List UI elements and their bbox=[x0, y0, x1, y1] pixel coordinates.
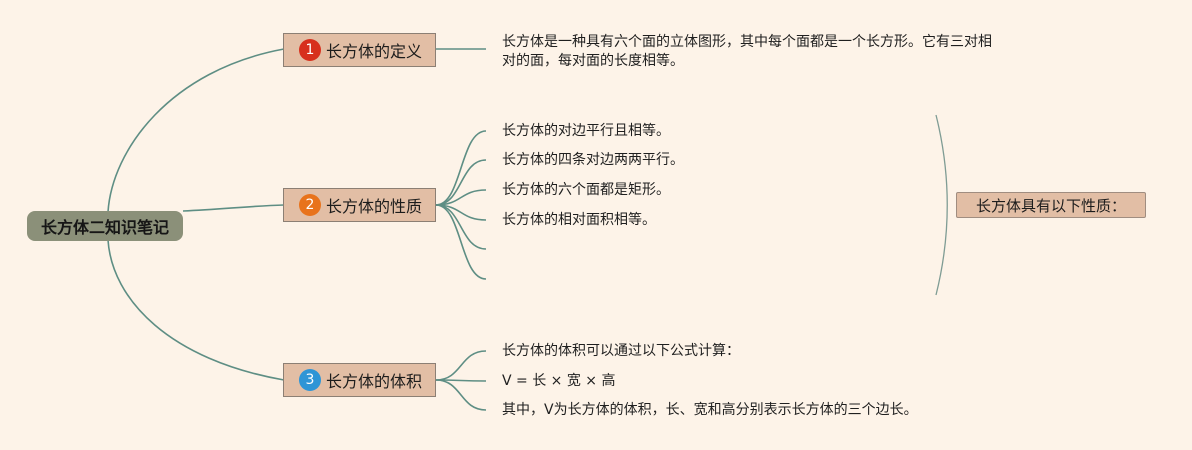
topic-volume-label: 长方体的体积 bbox=[326, 372, 423, 391]
connector-properties-leaf bbox=[435, 159, 487, 206]
connector-root-volume bbox=[107, 239, 285, 381]
properties-leaf: 长方体的对边平行且相等。 bbox=[502, 123, 670, 139]
properties-leaf: 长方体的四条对边两两平行。 bbox=[502, 152, 684, 168]
topic-properties: 2 长方体的性质 bbox=[283, 188, 436, 222]
connector-properties-empty-leaf bbox=[435, 204, 487, 280]
volume-formula-leaf: V = 长 × 宽 × 高 bbox=[502, 373, 616, 389]
root-topic-label: 长方体二知识笔记 bbox=[40, 218, 169, 237]
connector-volume-leaf bbox=[435, 350, 487, 381]
connector-root-definition bbox=[107, 48, 285, 213]
root-topic: 长方体二知识笔记 bbox=[27, 211, 183, 241]
connector-root-properties bbox=[182, 204, 285, 212]
summary-topic: 长方体具有以下性质： bbox=[956, 192, 1146, 218]
connector-properties-leaf bbox=[435, 130, 487, 206]
volume-leaf: 其中，V为长方体的体积，长、宽和高分别表示长方体的三个边长。 bbox=[502, 402, 918, 418]
number-badge-icon: 3 bbox=[299, 369, 321, 391]
topic-definition-label: 长方体的定义 bbox=[326, 42, 423, 61]
summary-bracket bbox=[935, 114, 948, 296]
topic-definition: 1 长方体的定义 bbox=[283, 33, 436, 67]
volume-leaf: 长方体的体积可以通过以下公式计算： bbox=[502, 343, 740, 359]
topic-properties-label: 长方体的性质 bbox=[326, 197, 423, 216]
properties-leaf: 长方体的六个面都是矩形。 bbox=[502, 182, 670, 198]
connector-volume-leaf bbox=[435, 379, 487, 411]
number-badge-icon: 1 bbox=[299, 39, 321, 61]
definition-text-line: 对的面，每对面的长度相等。 bbox=[502, 53, 684, 69]
definition-text-line: 长方体是一种具有六个面的立体图形，其中每个面都是一个长方形。它有三对相 bbox=[502, 34, 992, 50]
number-badge-icon: 2 bbox=[299, 194, 321, 216]
properties-leaf: 长方体的相对面积相等。 bbox=[502, 212, 656, 228]
topic-volume: 3 长方体的体积 bbox=[283, 363, 436, 397]
summary-topic-label: 长方体具有以下性质： bbox=[975, 196, 1126, 215]
